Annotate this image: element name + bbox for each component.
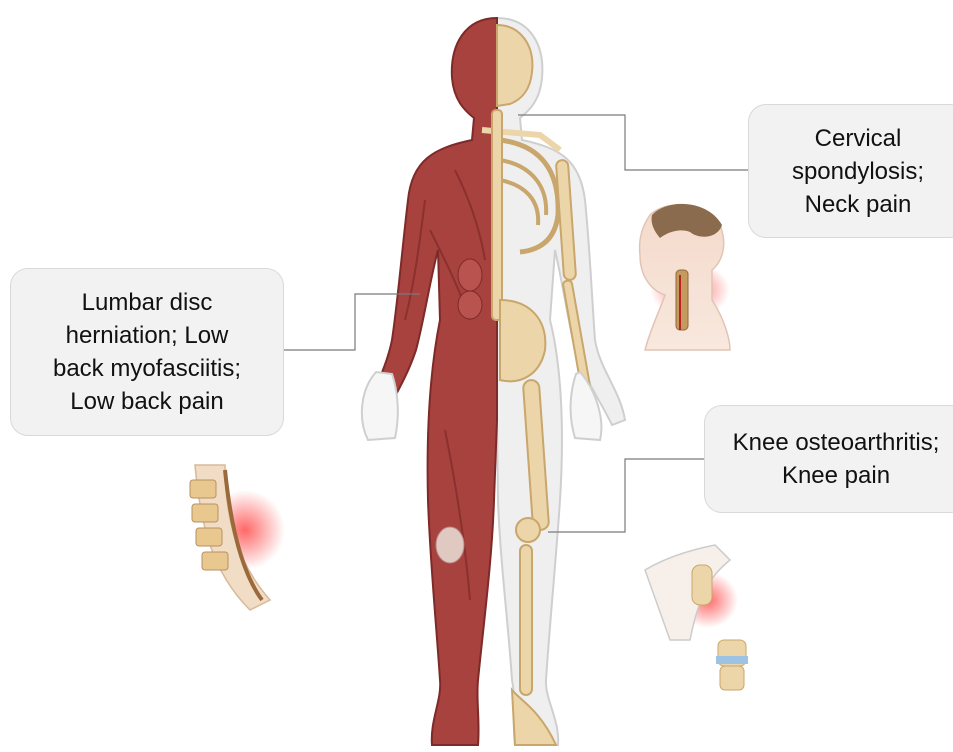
label-knee-line-1: Knee osteoarthritis; [733, 426, 940, 459]
neck-inset [640, 204, 730, 350]
label-neck: Cervical spondylosis; Neck pain [748, 104, 953, 238]
label-back-line-1: Lumbar disc [82, 286, 213, 319]
knee-inset [645, 545, 748, 690]
lumbar-inset [190, 465, 285, 610]
label-neck-line-1: Cervical [815, 122, 902, 155]
label-back: Lumbar disc herniation; Low back myofasc… [10, 268, 284, 436]
label-back-line-2: herniation; Low [66, 319, 229, 352]
label-knee-line-2: Knee pain [782, 459, 890, 492]
label-neck-line-2: spondylosis; [792, 155, 924, 188]
label-neck-line-3: Neck pain [805, 188, 912, 221]
label-back-line-4: Low back pain [70, 385, 223, 418]
leader-knee [548, 459, 704, 532]
label-back-line-3: back myofasciitis; [53, 352, 241, 385]
label-knee: Knee osteoarthritis; Knee pain [704, 405, 953, 513]
